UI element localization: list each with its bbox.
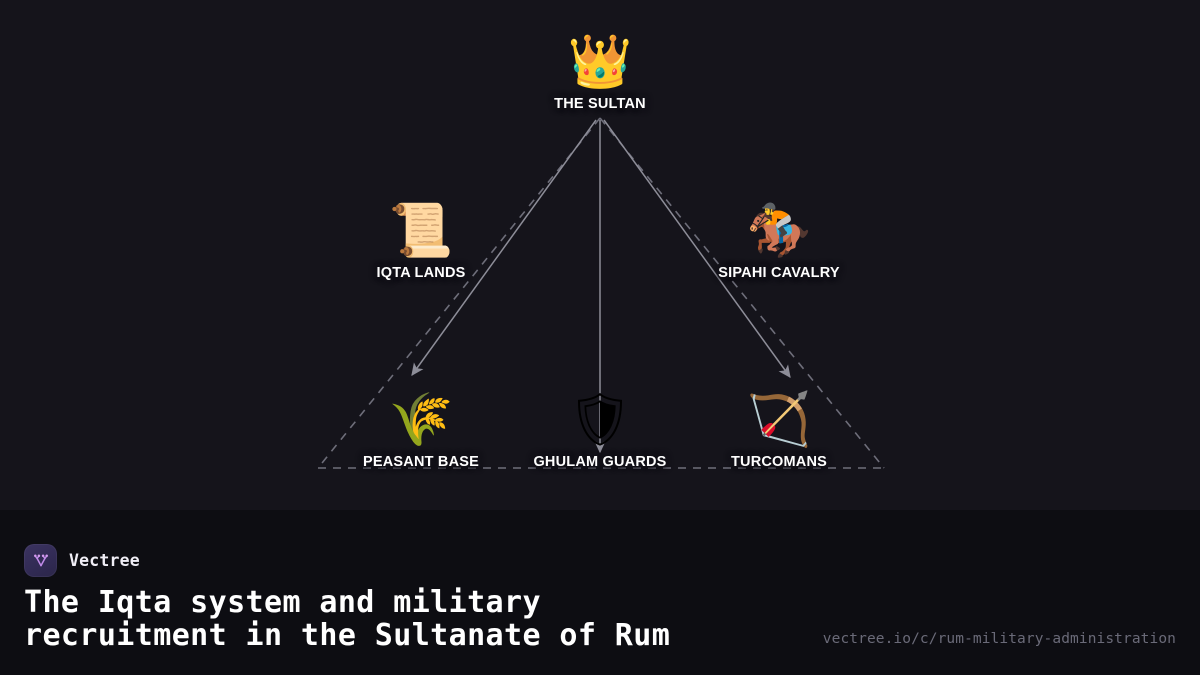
horse-racing-icon: 🏇 [746,201,812,261]
edge-sultan-to-turcomans [603,119,791,378]
node-label-peasant-base: PEASANT BASE [363,454,479,470]
node-label-ghulam-guards: GHULAM GUARDS [533,454,667,470]
bow-and-arrow-icon: 🏹 [746,390,812,450]
edge-sultan-to-right-corner-dashed [599,117,885,469]
node-the-sultan[interactable]: 👑 THE SULTAN [480,34,720,113]
edge-sultan-to-peasant-base [411,119,597,376]
sheaf-of-rice-icon: 🌾 [388,390,454,450]
brand-name: Vectree [69,551,140,570]
node-peasant-base[interactable]: 🌾 PEASANT BASE [301,392,541,471]
edge-layer [317,117,885,469]
node-label-the-sultan: THE SULTAN [554,96,646,112]
crown-icon: 👑 [567,32,633,92]
node-label-turcomans: TURCOMANS [730,454,828,470]
vectree-logo-icon [24,544,57,577]
node-label-sipahi-cavalry: SIPAHI CAVALRY [718,265,840,281]
shield-icon: 🛡 [566,390,633,450]
footer-bar: Vectree The Iqta system and military rec… [0,510,1200,675]
source-url: vectree.io/c/rum-military-administration [822,631,1176,647]
node-iqta-lands[interactable]: 📜 IQTA LANDS [301,203,541,282]
brand: Vectree [24,544,140,577]
scroll-icon: 📜 [388,201,454,261]
node-label-iqta-lands: IQTA LANDS [376,265,466,281]
node-sipahi-cavalry[interactable]: 🏇 SIPAHI CAVALRY [659,203,899,282]
page-title-line-1: The Iqta system and military [24,585,541,620]
page-title: The Iqta system and military recruitment… [24,586,824,652]
page-title-line-2: recruitment in the Sultanate of Rum [24,618,671,653]
diagram-canvas: 👑 THE SULTAN 📜 IQTA LANDS 🏇 SIPAHI CAVAL… [301,34,899,471]
node-ghulam-guards[interactable]: 🛡 GHULAM GUARDS [480,392,720,471]
node-turcomans[interactable]: 🏹 TURCOMANS [659,392,899,471]
